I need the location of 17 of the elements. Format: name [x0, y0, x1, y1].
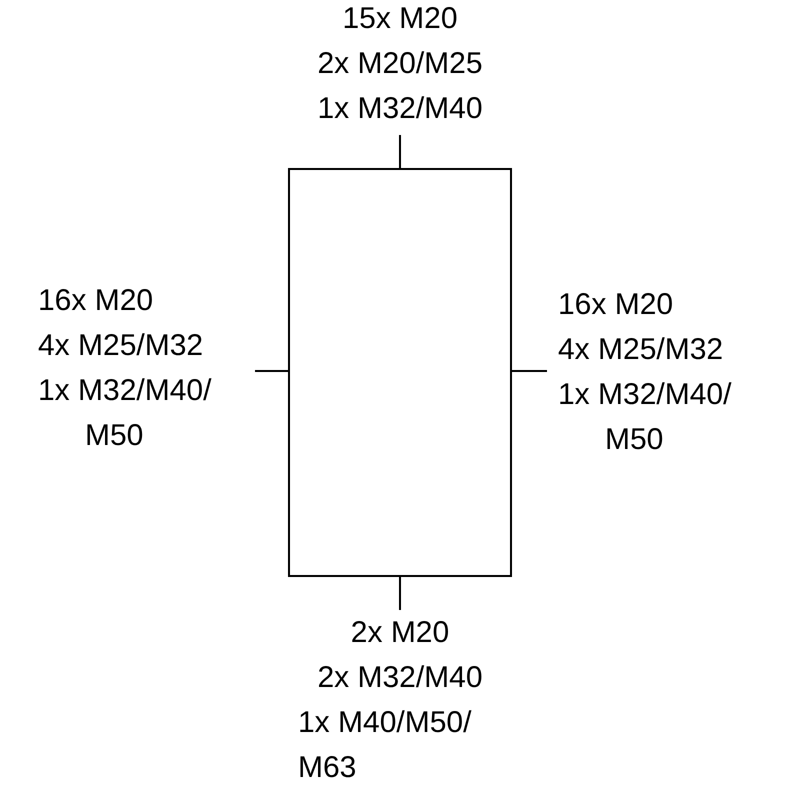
gland-spec: 2x M20 [350, 615, 450, 651]
gland-spec: 1x M32/M40/ M50 [558, 377, 732, 458]
gland-spec: 16x M20 [558, 287, 674, 323]
gland-spec: 2x M20/M25 [316, 46, 484, 82]
gland-spec: 16x M20 [38, 283, 154, 319]
gland-spec: 1x M32/M40 [316, 91, 484, 127]
gland-spec: 1x M40/M50/ M63 [297, 705, 472, 786]
gland-spec: 4x M25/M32 [558, 332, 724, 368]
gland-spec: 4x M25/M32 [38, 328, 204, 364]
tick-line [399, 577, 401, 610]
tick-line [399, 135, 401, 168]
gland-spec: 2x M32/M40 [316, 660, 484, 696]
enclosure-outline [288, 168, 512, 577]
tick-line [255, 370, 288, 372]
gland-spec: 15x M20 [341, 1, 459, 37]
gland-spec: 1x M32/M40/ M50 [38, 373, 212, 454]
tick-line [512, 370, 547, 372]
